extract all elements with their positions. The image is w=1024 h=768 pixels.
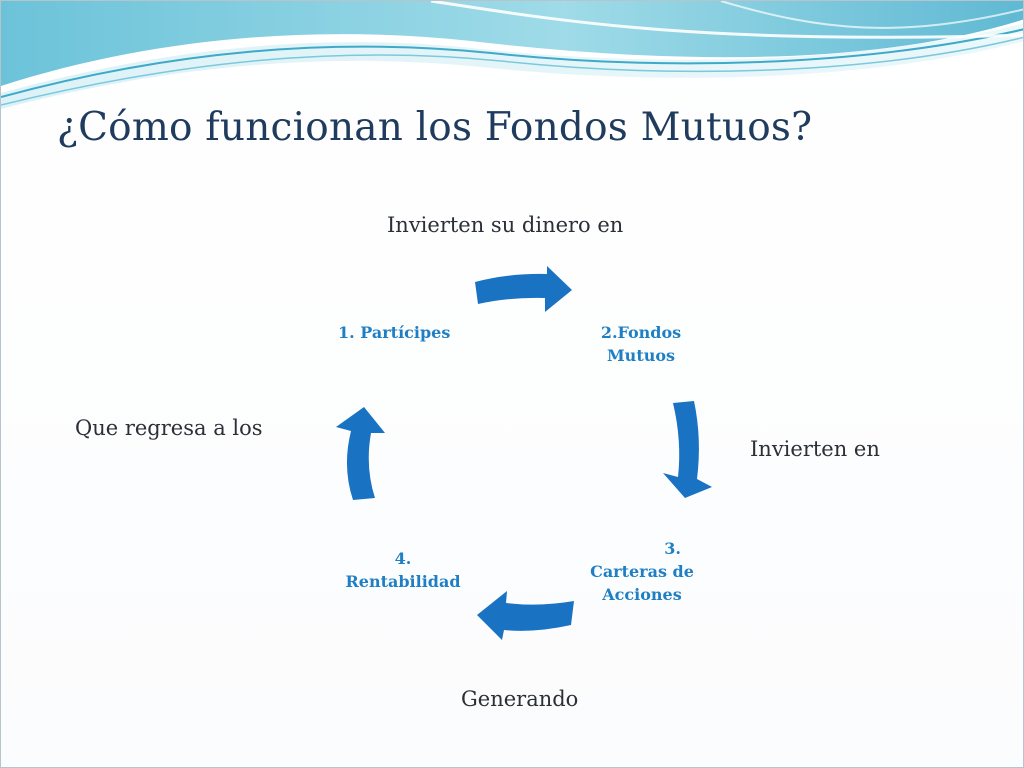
label-que-regresa: Que regresa a los <box>75 416 263 440</box>
arrow-left <box>336 407 385 500</box>
node-carteras-line1: 3. <box>664 539 681 558</box>
node-fondos-mutuos: 2.Fondos Mutuos <box>591 321 691 367</box>
node-fondos-line2: Mutuos <box>606 346 676 365</box>
arrow-top <box>475 266 572 312</box>
page-title: ¿Cómo funcionan los Fondos Mutuos? <box>57 105 813 150</box>
node-carteras: 3. Carteras de Acciones <box>581 537 703 606</box>
node-carteras-line2: Carteras de <box>590 562 694 581</box>
node-rentabilidad-line1: 4. <box>394 549 412 568</box>
arrow-bottom <box>477 591 574 640</box>
node-rentabilidad: 4. Rentabilidad <box>335 547 471 593</box>
label-invierten-en: Invierten en <box>750 437 880 461</box>
label-invierten-su-dinero: Invierten su dinero en <box>387 213 624 237</box>
node-fondos-line1: 2.Fondos <box>600 323 682 342</box>
node-rentabilidad-line2: Rentabilidad <box>345 572 461 591</box>
arrow-right <box>663 401 712 498</box>
node-carteras-line3: Acciones <box>602 585 682 604</box>
label-generando: Generando <box>461 687 579 711</box>
header-wave-decoration <box>1 1 1023 109</box>
node-participes: 1. Partícipes <box>338 321 450 344</box>
node-participes-label: 1. Partícipes <box>338 323 451 342</box>
